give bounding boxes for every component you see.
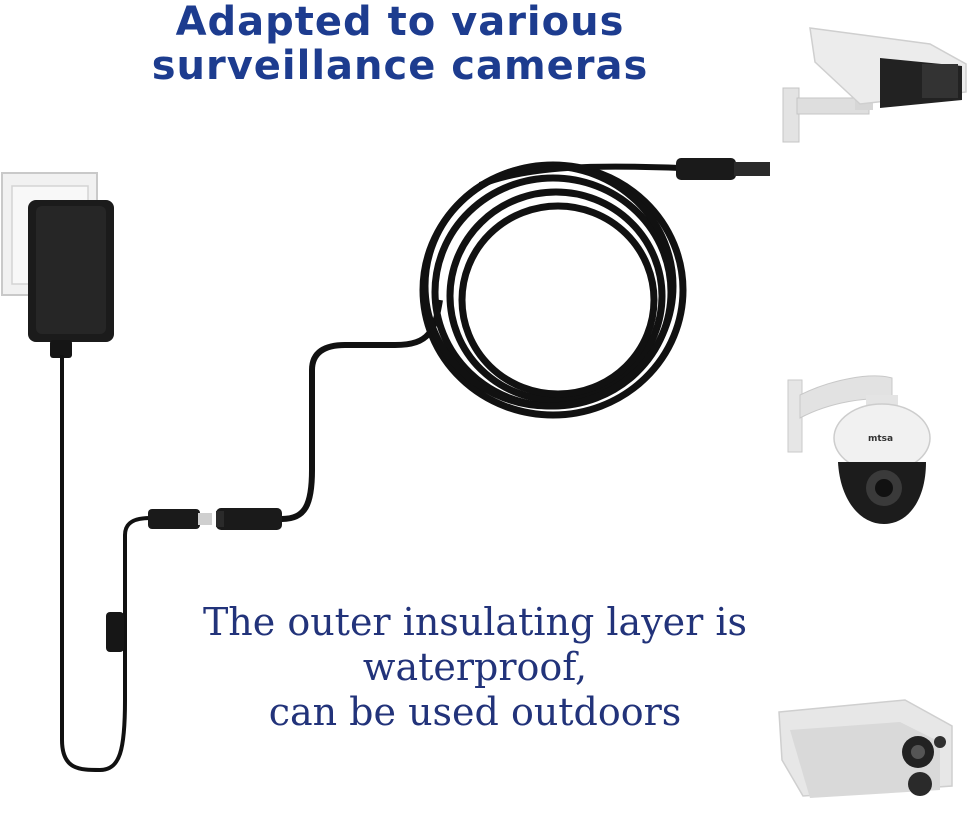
caption-line-1: The outer insulating layer is bbox=[202, 600, 748, 644]
extension-cable-end bbox=[478, 163, 681, 188]
dome-camera bbox=[787, 375, 931, 524]
caption-line-3: can be used outdoors bbox=[268, 690, 682, 734]
female-barrel-connector bbox=[216, 508, 282, 530]
headline-line-2: surveillance cameras bbox=[151, 43, 649, 89]
coiled-cable bbox=[419, 161, 687, 419]
dome-camera-brand: mtsa bbox=[868, 434, 893, 444]
bullet-camera bbox=[778, 699, 953, 798]
caption: The outer insulating layer is waterproof… bbox=[170, 600, 780, 735]
caption-line-2: waterproof, bbox=[362, 645, 588, 689]
box-camera bbox=[782, 27, 967, 143]
power-adapter bbox=[28, 200, 114, 358]
male-barrel-plug bbox=[148, 509, 212, 529]
extension-cable bbox=[281, 299, 443, 522]
headline-line-1: Adapted to various bbox=[175, 0, 625, 45]
end-barrel-plug bbox=[676, 158, 770, 180]
headline: Adapted to various surveillance cameras bbox=[120, 0, 680, 88]
adapter-cable bbox=[59, 355, 151, 773]
ferrite-bead bbox=[106, 612, 124, 652]
